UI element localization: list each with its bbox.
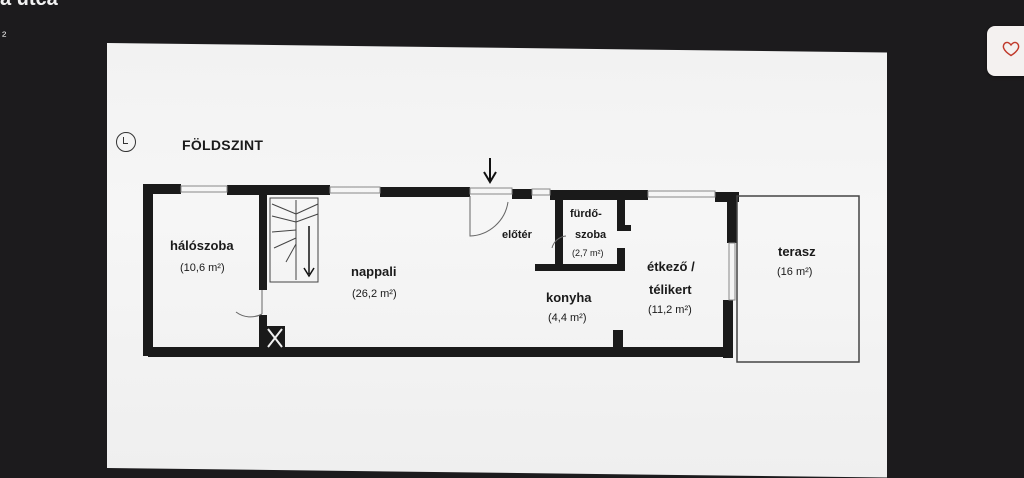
wall-top-4 [512,189,532,199]
wall-bath-right-stub [617,225,631,231]
wall-bath-bottom [535,264,625,271]
room-area-konyha: (4,4 m²) [548,312,587,324]
wall-top-3 [380,187,470,197]
stair-arrow [303,226,315,278]
window-2 [329,186,381,194]
window-1 [180,185,228,193]
wall-bedroom-upper [259,190,267,290]
wall-top-1 [143,184,181,194]
room-label-nappali: nappali [351,264,397,279]
wall-top-5 [550,190,648,200]
room-area-furdoszoba: (2,7 m²) [572,248,604,258]
window-3 [469,187,513,195]
floorplan-title: FÖLDSZINT [182,137,264,153]
door-bedroom [235,290,263,318]
room-label-furdoszoba-2: szoba [575,229,607,241]
wall-bath-left [555,198,563,268]
doors [235,196,567,318]
area-superscript: ² [2,28,7,43]
window-4 [531,188,551,196]
terrace-outline [736,195,860,363]
chimney-cross [267,328,283,348]
entry-arrow-icon [483,158,497,184]
window-5 [647,190,716,198]
wall-kitchen-bottom-stub [613,330,623,350]
room-area-etkezo: (11,2 m²) [648,304,692,316]
room-area-terasz: (16 m²) [777,266,813,278]
room-area-nappali: (26,2 m²) [352,288,397,300]
door-entry [469,196,509,237]
room-label-etkezo-1: étkező / [647,259,695,274]
wall-right-upper [727,195,737,243]
room-area-haloszoba: (10,6 m²) [180,262,225,274]
wall-right-lower [723,300,733,358]
room-label-konyha: konyha [546,290,592,305]
windows [180,185,736,301]
wall-bottom [148,347,733,357]
room-label-etkezo-2: télikert [649,282,692,297]
stair-box [269,197,319,283]
room-label-terasz: terasz [778,244,816,259]
floorplan-drawing [143,158,860,363]
wall-top-2 [227,185,330,195]
door-bath [551,235,567,249]
wall-kitchen-right [617,248,625,270]
corner-logo-icon [116,132,136,152]
room-label-furdoszoba-1: fürdő- [570,208,602,220]
heart-icon [1002,41,1020,57]
wall-bath-right [617,198,625,228]
wall-bedroom-lower [259,315,267,353]
wall-left [143,184,153,356]
window-right [728,242,736,301]
room-label-haloszoba: hálószoba [170,238,234,253]
page-heading-fragment: a utca [0,0,58,11]
staircase [269,197,319,283]
room-label-eloter: előtér [502,229,532,241]
favorite-button[interactable] [987,26,1024,76]
